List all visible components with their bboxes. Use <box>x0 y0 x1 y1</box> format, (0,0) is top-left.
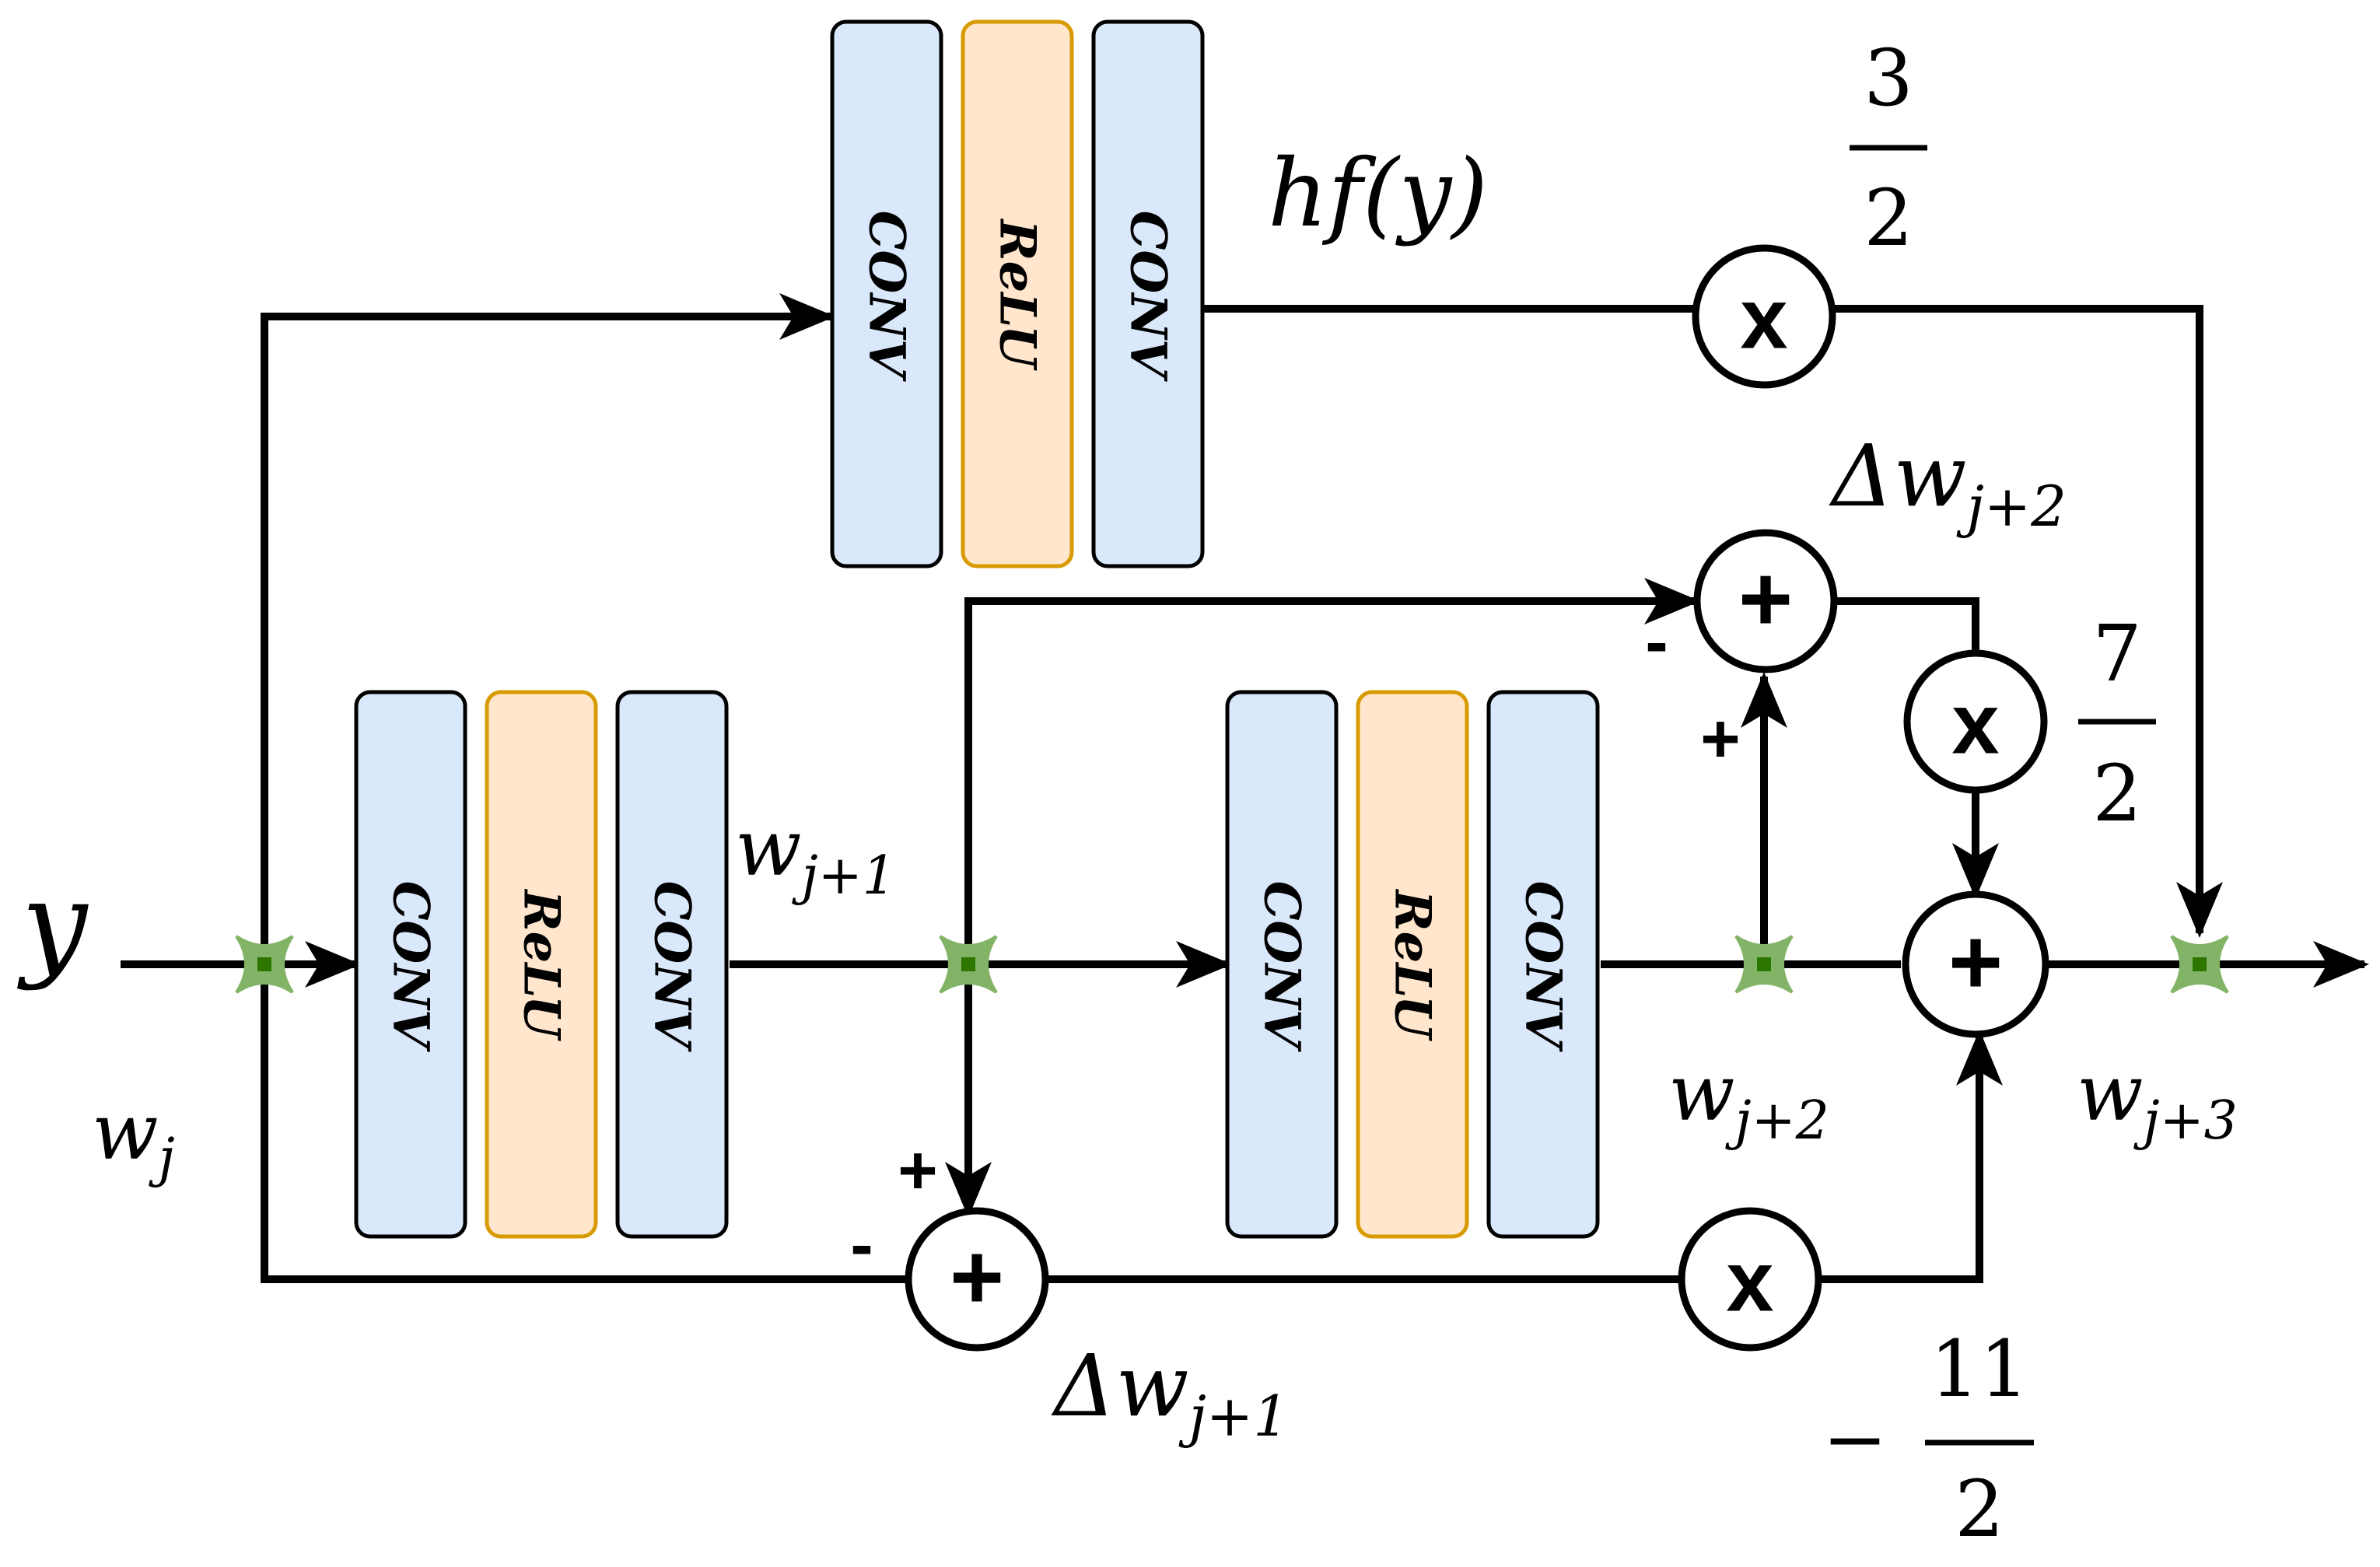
edge-bottom-multiply-to-main-plus <box>1820 1030 2003 1283</box>
middle-multiply-symbol: x <box>1951 677 1999 772</box>
first-conv-relu-conv-block: CONV ReLU CONV <box>354 690 729 1239</box>
main-plus-symbol: + <box>1948 910 2003 1014</box>
hf-y-label: hf(y) <box>1268 140 1488 248</box>
bottom-plus-node <box>905 1207 1049 1352</box>
upper-plus-symbol: + <box>1738 547 1793 651</box>
w-j2-label: wj+2 <box>1668 1048 1829 1152</box>
top-relu-label: ReLU <box>989 218 1047 371</box>
block1-relu-label: ReLU <box>513 888 571 1041</box>
coefficients: 3 2 7 2 − 11 2 <box>1822 33 2156 1555</box>
block2-conv-1 <box>1225 690 1339 1239</box>
delta-w-j1-label: Δwj+1 <box>1051 1336 1289 1449</box>
block2-conv-1-label: CONV <box>1253 881 1311 1053</box>
block2-relu <box>1356 690 1469 1239</box>
connection-lines <box>121 293 2369 1283</box>
top-multiply-symbol: x <box>1740 271 1787 367</box>
junction-wj3 <box>2170 935 2229 994</box>
input-y-label: y <box>17 857 89 992</box>
block2-conv-2 <box>1486 690 1600 1239</box>
bottom-plus-symbol: + <box>950 1225 1004 1329</box>
upper-plus-minus-sign: - <box>1645 603 1668 680</box>
second-conv-relu-conv-block: CONV ReLU CONV <box>1225 690 1600 1239</box>
bottom-multiply-node <box>1678 1207 1822 1352</box>
block1-relu <box>485 690 598 1239</box>
block1-conv-1-label: CONV <box>382 881 440 1053</box>
coef-mid-denominator: 2 <box>2092 748 2142 839</box>
edge-wj1-to-upper-plus <box>964 578 1700 964</box>
edge-wj-to-bottom-plus <box>261 964 907 1283</box>
top-conv-2-label: CONV <box>1119 211 1178 383</box>
upper-plus-node <box>1693 529 1838 673</box>
main-plus-node <box>1902 890 2049 1038</box>
bottom-plus-plus-sign: + <box>898 1132 937 1208</box>
middle-multiply-node <box>1903 649 2048 794</box>
top-conv-1-label: CONV <box>858 211 916 383</box>
block1-conv-1 <box>354 690 467 1239</box>
edge-top-multiply-to-wj3 <box>1834 305 2223 938</box>
coef-mid-numerator: 7 <box>2092 608 2142 699</box>
block1-conv-2-label: CONV <box>643 881 702 1053</box>
top-relu <box>961 19 1074 568</box>
block2-relu-label: ReLU <box>1384 888 1442 1041</box>
bottom-multiply-symbol: x <box>1726 1234 1773 1330</box>
bottom-plus-minus-sign: - <box>850 1205 873 1282</box>
w-j3-label: wj+3 <box>2077 1048 2238 1152</box>
top-conv-2 <box>1091 19 1205 568</box>
junction-wj1 <box>939 935 998 994</box>
top-conv-relu-conv-block: CONV ReLU CONV <box>830 19 1205 568</box>
junction-wj2 <box>1734 935 1794 994</box>
coef-top-denominator: 2 <box>1864 173 1913 264</box>
coef-top-numerator: 3 <box>1864 33 1913 124</box>
coef-bottom-sign: − <box>1822 1394 1888 1485</box>
block1-conv-2 <box>615 690 729 1239</box>
edge-wj-to-top-block <box>261 293 835 964</box>
edge-upper-plus-to-middle-multiply <box>1836 597 1979 652</box>
w-j1-label: wj+1 <box>735 803 896 907</box>
upper-plus-plus-sign: + <box>1700 700 1740 777</box>
coef-bottom-numerator: 11 <box>1930 1324 2028 1415</box>
top-multiply-node <box>1692 244 1836 389</box>
junction-wj <box>235 935 294 994</box>
variable-labels: y wj wj+1 wj+2 wj+3 hf(y) Δwj+1 Δwj+2 <box>17 140 2238 1449</box>
top-conv-1 <box>830 19 943 568</box>
block2-conv-2-label: CONV <box>1514 881 1573 1053</box>
w-j-label: wj <box>92 1086 175 1189</box>
sign-labels: - + + - <box>850 603 1740 1282</box>
delta-w-j2-label: Δwj+2 <box>1829 426 2067 539</box>
operators: x + x + + x <box>905 244 2049 1352</box>
coef-bottom-denominator: 2 <box>1955 1464 2004 1555</box>
